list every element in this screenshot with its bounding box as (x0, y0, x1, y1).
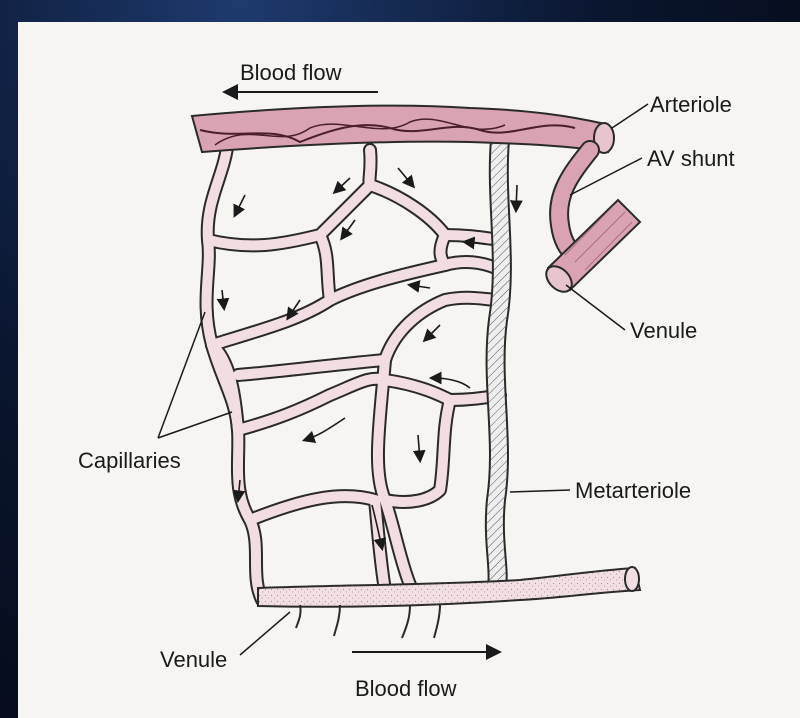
blood-flow-top-label: Blood flow (240, 60, 342, 85)
blood-flow-arrow-top (222, 84, 378, 100)
blood-flow-bottom-label: Blood flow (355, 676, 457, 701)
metarteriole-vessel (495, 140, 502, 585)
arteriole-vessel (192, 106, 614, 153)
blood-flow-arrow-bottom (352, 644, 502, 660)
arteriole-label: Arteriole (650, 92, 732, 117)
av-shunt-label: AV shunt (647, 146, 735, 171)
metarteriole-label: Metarteriole (575, 478, 691, 503)
venule-bottom-label: Venule (160, 647, 227, 672)
capillaries-label: Capillaries (78, 448, 181, 473)
venule-right-label: Venule (630, 318, 697, 343)
venule-bottom-vessel (258, 567, 640, 638)
capillary-network (207, 140, 500, 600)
